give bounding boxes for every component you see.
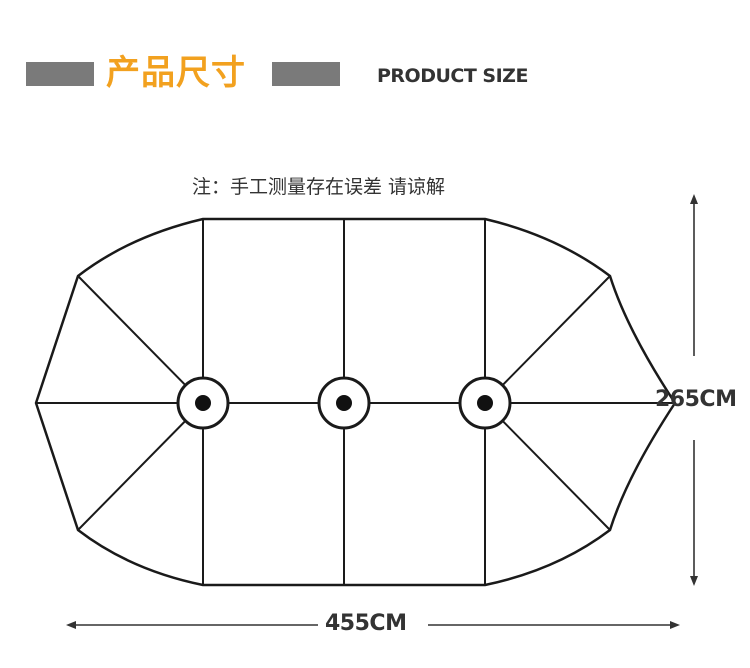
pole-hub-middle [317,376,371,430]
rib-right-lower [484,402,611,531]
height-dimension-arrow [690,194,698,586]
header-right-bar [272,62,340,86]
measurement-note: 注：手工测量存在误差 请谅解 [192,176,446,198]
header-left-bar [26,62,94,86]
pole-hub-left [176,376,230,430]
width-dimension-label: 455CM [325,611,407,636]
rib-left-lower [77,402,204,531]
section-title-en: PRODUCT SIZE [377,65,528,87]
rib-left-upper [77,275,204,404]
pole-hub-right [458,376,512,430]
height-dimension-label: 265CM [655,387,737,412]
section-title-cn: 产品尺寸 [106,53,246,93]
width-dimension-arrow [66,621,680,629]
rib-right-upper [484,275,611,404]
